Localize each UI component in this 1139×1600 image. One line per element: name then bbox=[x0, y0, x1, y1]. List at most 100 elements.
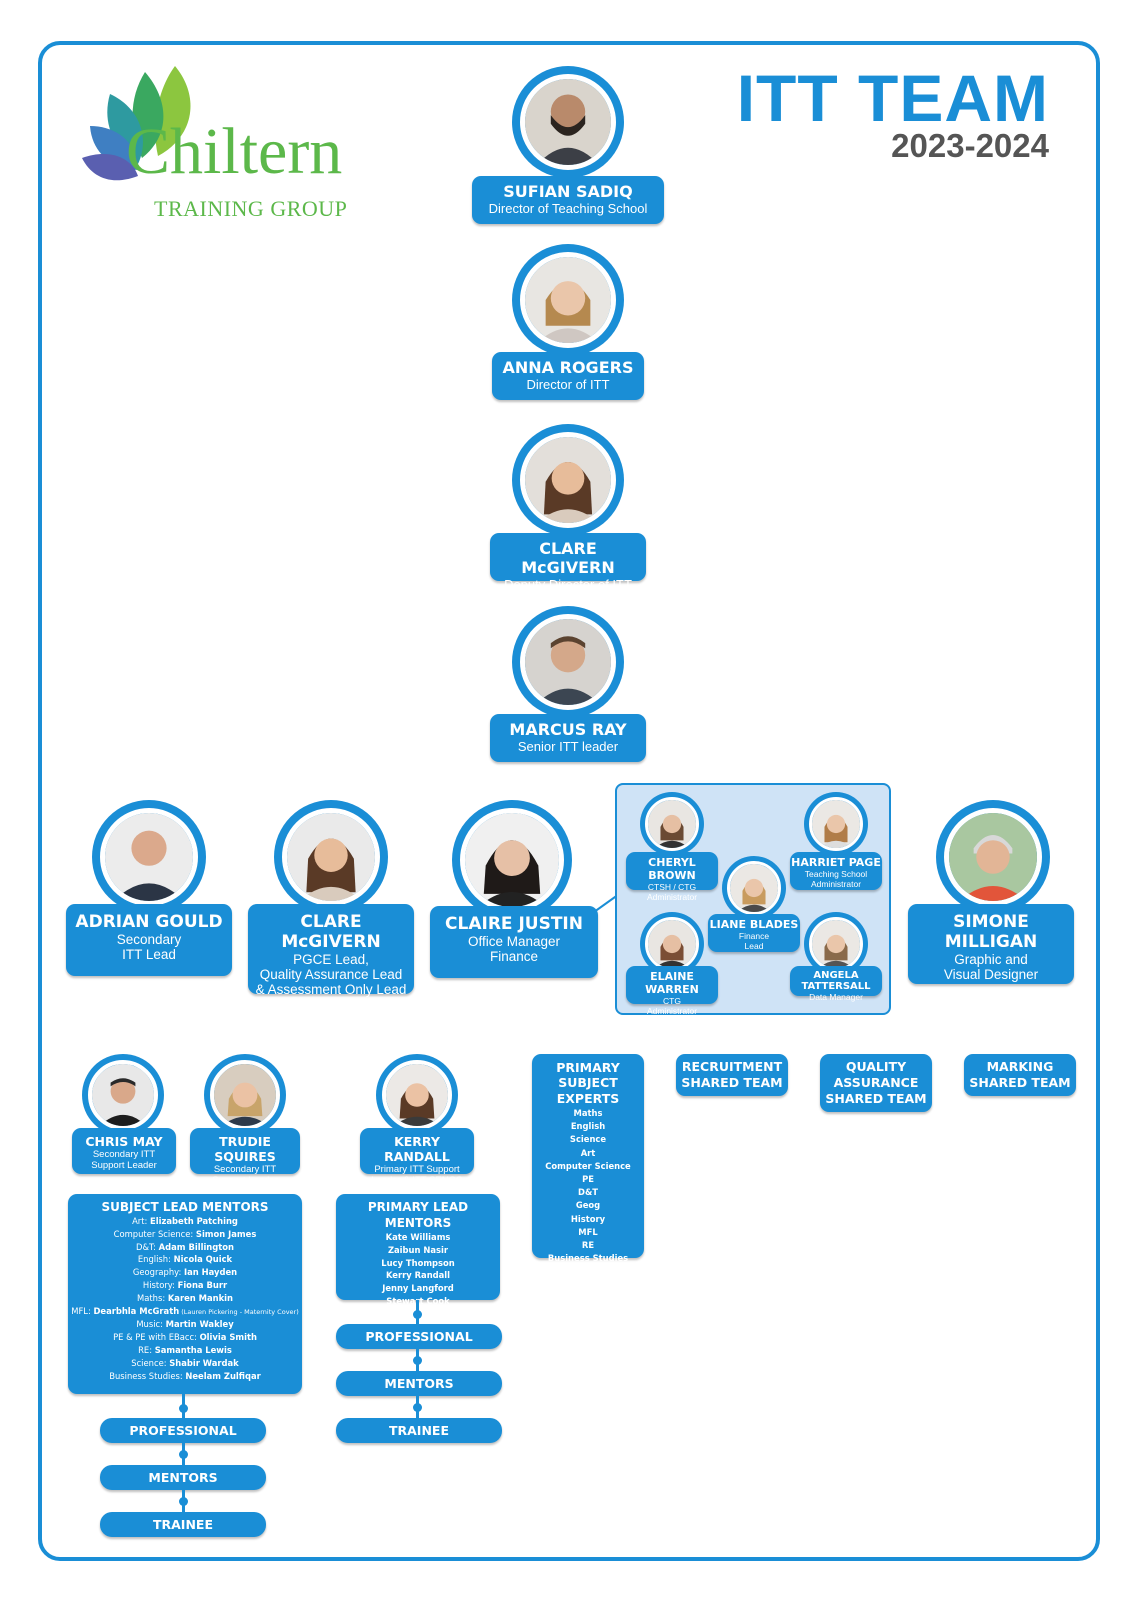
primary-lead-mentor-item: Kerry Randall bbox=[385, 1270, 451, 1281]
connector-dot bbox=[179, 1404, 188, 1413]
avatar-simone-milligan bbox=[936, 800, 1050, 914]
subject-lead-mentor-item: Science: Shabir Wardak bbox=[68, 1357, 302, 1370]
mentor-name: Olivia Smith bbox=[199, 1332, 257, 1343]
chiltern-logo: Chiltern TRAINING GROUP bbox=[80, 66, 380, 226]
subject-label: D&T: bbox=[136, 1241, 159, 1252]
subject-label: Business Studies: bbox=[109, 1370, 186, 1381]
subject-expert-item: English bbox=[570, 1121, 606, 1132]
subject-label: PE & PE with EBacc: bbox=[113, 1332, 200, 1343]
avatar-elaine-warren bbox=[640, 912, 704, 976]
subject-expert-item: MFL bbox=[578, 1226, 598, 1237]
primary-lead-mentor-item: Zaibun Nasir bbox=[387, 1244, 449, 1255]
primary-lead-mentor-item: Kate Williams bbox=[385, 1232, 451, 1242]
subject-lead-mentor-item: Geography: Ian Hayden bbox=[68, 1266, 302, 1279]
subject-lead-mentor-item: D&T: Adam Billington bbox=[68, 1241, 302, 1254]
card-cheryl-brown: CHERYL BROWN CTSH / CTG Administrator bbox=[626, 852, 718, 902]
subject-lead-mentor-item: Maths: Karen Mankin bbox=[68, 1292, 302, 1305]
subject-lead-mentor-item: Computer Science: Simon James bbox=[68, 1228, 302, 1241]
avatar-angela-tattersall bbox=[804, 912, 868, 976]
subject-expert-item: RE bbox=[581, 1240, 595, 1251]
card-clare-mcgivern-deputy: CLARE McGIVERN Deputy Director of ITT bbox=[490, 533, 646, 592]
card-kerry-randall: KERRY RANDALL Primary ITT Support Leader… bbox=[360, 1128, 474, 1186]
page-title: ITT TEAM bbox=[736, 61, 1049, 135]
subject-expert-item: PE bbox=[582, 1174, 594, 1185]
trainee-secondary: TRAINEE bbox=[100, 1512, 266, 1537]
subject-expert-item: Geog bbox=[575, 1200, 601, 1211]
card-trudie-squires: TRUDIE SQUIRES Secondary ITT Support Lea… bbox=[190, 1128, 300, 1186]
subject-lead-mentor-item: Art: Elizabeth Patching bbox=[68, 1215, 302, 1228]
card-chris-may: CHRIS MAY Secondary ITT Support Leader bbox=[72, 1128, 176, 1174]
subject-expert-item: D&T bbox=[578, 1187, 598, 1198]
mentor-name: Shabir Wardak bbox=[169, 1357, 239, 1368]
avatar-cheryl-brown bbox=[640, 792, 704, 856]
logo-subtitle: TRAINING GROUP bbox=[154, 196, 348, 221]
quality-assurance-shared-team: QUALITY ASSURANCE SHARED TEAM bbox=[820, 1054, 932, 1112]
mentor-name: Nicola Quick bbox=[173, 1254, 233, 1265]
mentor-name: Adam Billington bbox=[158, 1241, 234, 1252]
mentor-note: (Lauren Pickering - Maternity Cover) bbox=[179, 1307, 299, 1316]
subject-label: Art: bbox=[132, 1216, 151, 1226]
mentor-name: Elizabeth Patching bbox=[150, 1216, 238, 1226]
connector-dot bbox=[413, 1403, 422, 1412]
mentor-name: Samantha Lewis bbox=[154, 1344, 232, 1355]
avatar-claire-justin bbox=[452, 800, 572, 920]
subject-lead-mentor-item: Music: Martin Wakley bbox=[68, 1318, 302, 1331]
mentor-name: Karen Mankin bbox=[167, 1292, 233, 1303]
subject-label: Science: bbox=[131, 1357, 170, 1368]
subject-lead-mentor-item: English: Nicola Quick bbox=[68, 1253, 302, 1266]
subject-expert-item: Art bbox=[580, 1147, 596, 1158]
page-frame bbox=[38, 41, 1100, 1561]
card-liane-blades: LIANE BLADES Finance Lead bbox=[708, 914, 800, 952]
avatar-adrian-gould bbox=[92, 800, 206, 914]
subject-label: Geography: bbox=[132, 1267, 184, 1278]
avatar-kerry-randall bbox=[376, 1054, 458, 1136]
card-angela-tattersall: ANGELA TATTERSALL Data Manager bbox=[790, 966, 882, 1002]
subject-label: History: bbox=[142, 1279, 178, 1290]
connector-dot bbox=[179, 1497, 188, 1506]
avatar-harriet-page bbox=[804, 792, 868, 856]
subject-label: Music: bbox=[136, 1319, 166, 1330]
subject-label: Maths: bbox=[137, 1292, 168, 1303]
card-marcus-ray: MARCUS RAY Senior ITT leader bbox=[490, 714, 646, 762]
avatar-trudie-squires bbox=[204, 1054, 286, 1136]
professional-tutors-primary: PROFESSIONAL TUTORS bbox=[336, 1324, 502, 1369]
subject-lead-mentor-item: RE: Samantha Lewis bbox=[68, 1344, 302, 1357]
card-anna-rogers: ANNA ROGERS Director of ITT bbox=[492, 352, 644, 400]
card-elaine-warren: ELAINE WARREN CTG Administrator bbox=[626, 966, 718, 1016]
page-year: 2023-2024 bbox=[891, 127, 1049, 164]
avatar-clare-mcgivern bbox=[274, 800, 388, 914]
avatar-liane-blades bbox=[722, 856, 786, 920]
avatar-anna-rogers bbox=[512, 244, 624, 356]
subject-lead-mentor-item: History: Fiona Burr bbox=[68, 1279, 302, 1292]
subject-lead-mentor-item: Business Studies: Neelam Zulfiqar bbox=[68, 1370, 302, 1383]
professional-tutors-secondary: PROFESSIONAL TUTORS bbox=[100, 1418, 266, 1463]
card-harriet-page: HARRIET PAGE Teaching School Administrat… bbox=[790, 852, 882, 890]
connector-dot bbox=[413, 1310, 422, 1319]
subject-label: RE: bbox=[138, 1344, 155, 1355]
subject-label: MFL: bbox=[71, 1305, 94, 1316]
mentor-name: Simon James bbox=[195, 1228, 257, 1239]
subject-expert-item: Business Studies bbox=[547, 1253, 629, 1264]
subject-label: Computer Science: bbox=[113, 1228, 196, 1239]
mentor-name: Martin Wakley bbox=[165, 1319, 234, 1330]
mentor-name: Fiona Burr bbox=[177, 1279, 228, 1290]
subject-lead-mentor-item: PE & PE with EBacc: Olivia Smith bbox=[68, 1331, 302, 1344]
card-clare-mcgivern: CLARE McGIVERN PGCE Lead, Quality Assura… bbox=[248, 904, 414, 997]
mentor-name: Ian Hayden bbox=[183, 1267, 238, 1278]
connector-dot bbox=[179, 1450, 188, 1459]
recruitment-shared-team: RECRUITMENT SHARED TEAM bbox=[676, 1054, 788, 1096]
mentor-name: Neelam Zulfiqar bbox=[185, 1370, 261, 1381]
avatar-sufian-sadiq bbox=[512, 66, 624, 178]
card-claire-justin: CLAIRE JUSTIN Office Manager Finance bbox=[430, 906, 598, 978]
subject-lead-mentor-item: MFL: Dearbhla McGrath (Lauren Pickering … bbox=[68, 1305, 302, 1319]
trainee-primary: TRAINEE bbox=[336, 1418, 502, 1443]
mentors-secondary: MENTORS bbox=[100, 1465, 266, 1490]
subject-expert-item: Computer Science bbox=[545, 1160, 631, 1171]
card-adrian-gould: ADRIAN GOULD Secondary ITT Lead bbox=[66, 904, 232, 976]
subject-lead-mentors-box: SUBJECT LEAD MENTORS Art: Elizabeth Patc… bbox=[68, 1194, 302, 1394]
